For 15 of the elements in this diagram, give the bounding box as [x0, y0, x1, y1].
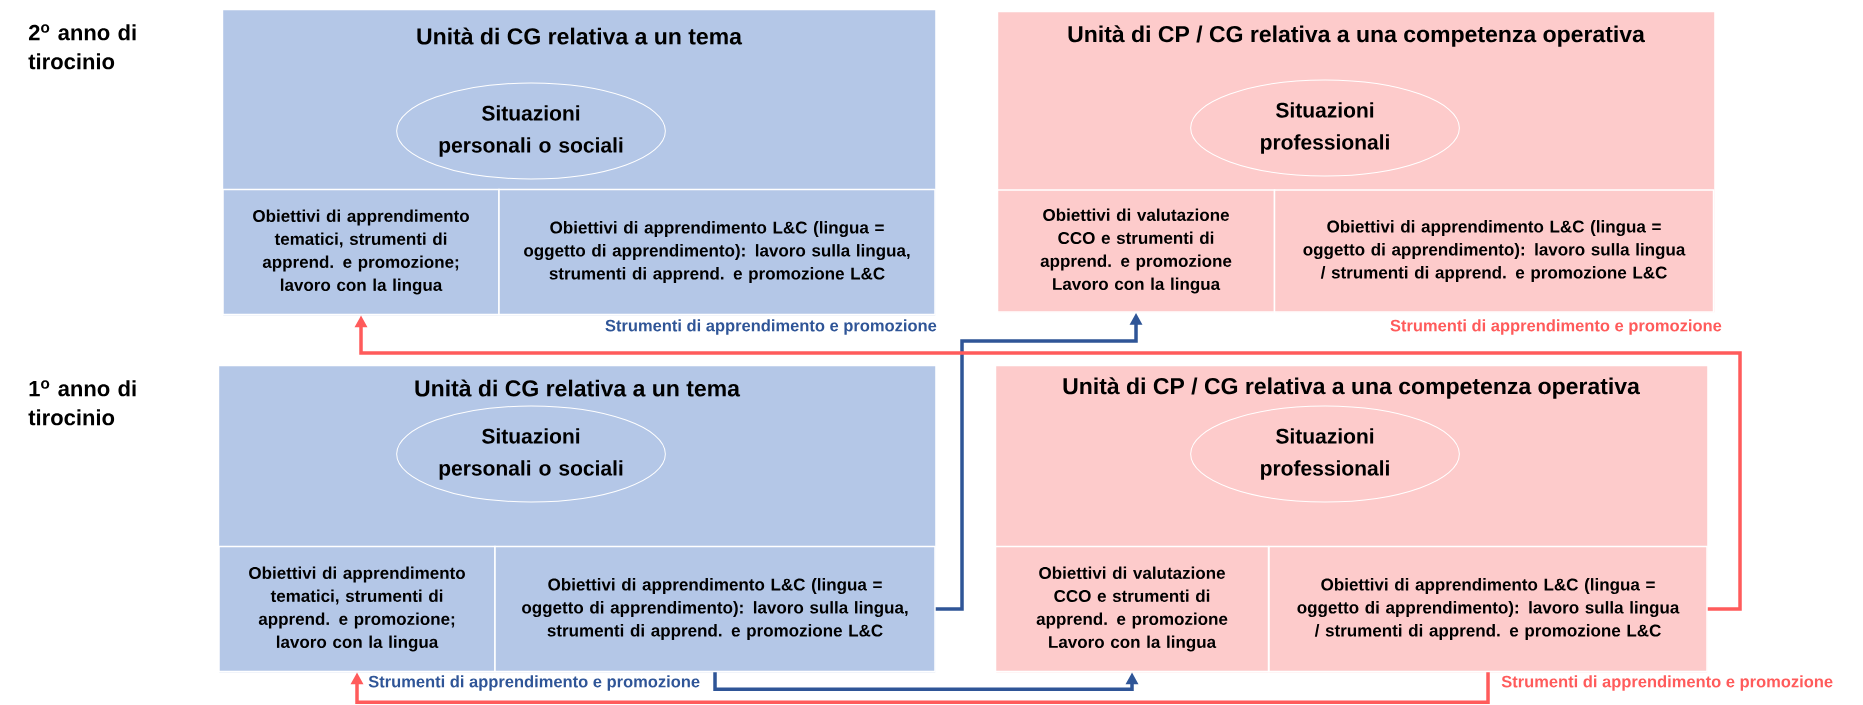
objective-cell: Obiettivi di apprendimento tematici, strumenti di apprend. e promozione; lavoro con la lingua [222, 188, 500, 316]
row-label: 2$^{o}$ anno di tirocinio [28, 24, 136, 70]
edge-label: Strumenti di apprendimento e promozione [1388, 318, 1723, 336]
objective-cell: Obiettivi di valutazione CCO e strumenti di apprend. e promozione Lavoro con la lingua [996, 189, 1276, 313]
row-label: 1$^{o}$ anno di tirocinio [28, 380, 136, 426]
objective-cell: Obiettivi di apprendimento tematici, strumenti di apprend. e promozione; lavoro con la lingua [218, 545, 496, 673]
objective-cell: Obiettivi di apprendimento L&C (lingua = oggetto di apprendimento): lavoro sulla lingua, strumenti di apprend. e promozione L&C [494, 545, 936, 673]
arrow [350, 672, 1490, 704]
objective-cell: Obiettivi di apprendimento L&C (lingua = oggetto di apprendimento): lavoro sulla lingua / strumenti di apprend. e promozione L&C [1268, 545, 1708, 673]
objective-cell: Obiettivi di valutazione CCO e strumenti di apprend. e promozione Lavoro con la lingua [994, 545, 1270, 673]
edge-label: Strumenti di apprendimento e promozione [1500, 674, 1835, 692]
edge-label: Strumenti di apprendimento e promozione [603, 318, 938, 336]
objective-cell: Obiettivi di apprendimento L&C (lingua = oggetto di apprendimento): lavoro sulla lingua, strumenti di apprend. e promozione L&C [498, 188, 936, 316]
edge-label: Strumenti di apprendimento e promozione [367, 674, 702, 692]
objective-cell: Obiettivi di apprendimento L&C (lingua = oggetto di apprendimento): lavoro sulla lingua / strumenti di apprend. e promozione L&C [1273, 189, 1715, 313]
